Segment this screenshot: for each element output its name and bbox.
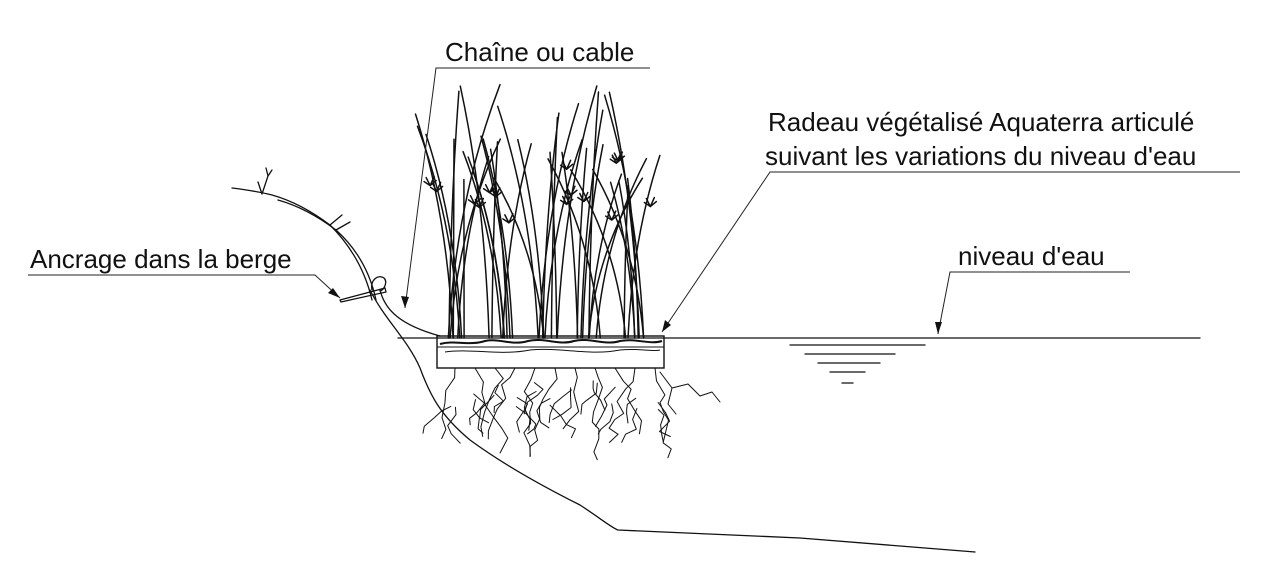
anchor-leader-arrow — [328, 288, 340, 298]
anchor-leader-line — [28, 274, 341, 299]
chain-leader-arrow — [401, 296, 409, 308]
water-level-symbol — [789, 344, 926, 384]
chain-leader-line — [404, 67, 650, 309]
bank-profile-line — [369, 289, 976, 553]
water-level-label: niveau d'eau — [958, 241, 1105, 271]
raft-label-line1: Radeau végétalisé Aquaterra articulé — [768, 107, 1194, 137]
raft-leader-arrow — [662, 320, 671, 332]
chain-label: Chaîne ou cable — [445, 37, 634, 67]
root-system — [422, 367, 721, 461]
water-level-leader-arrow — [935, 322, 942, 334]
anchor-stake — [339, 276, 387, 303]
chain-line — [379, 289, 441, 337]
reed-plants — [414, 83, 661, 339]
raft-label-line2: suivant les variations du niveau d'eau — [765, 141, 1196, 171]
anchor-label: Ancrage dans la berge — [30, 244, 292, 274]
bank-branch — [231, 167, 377, 301]
raft-body — [436, 335, 665, 369]
raft-leader-line — [661, 171, 1240, 333]
water-level-leader-line — [937, 271, 1130, 335]
